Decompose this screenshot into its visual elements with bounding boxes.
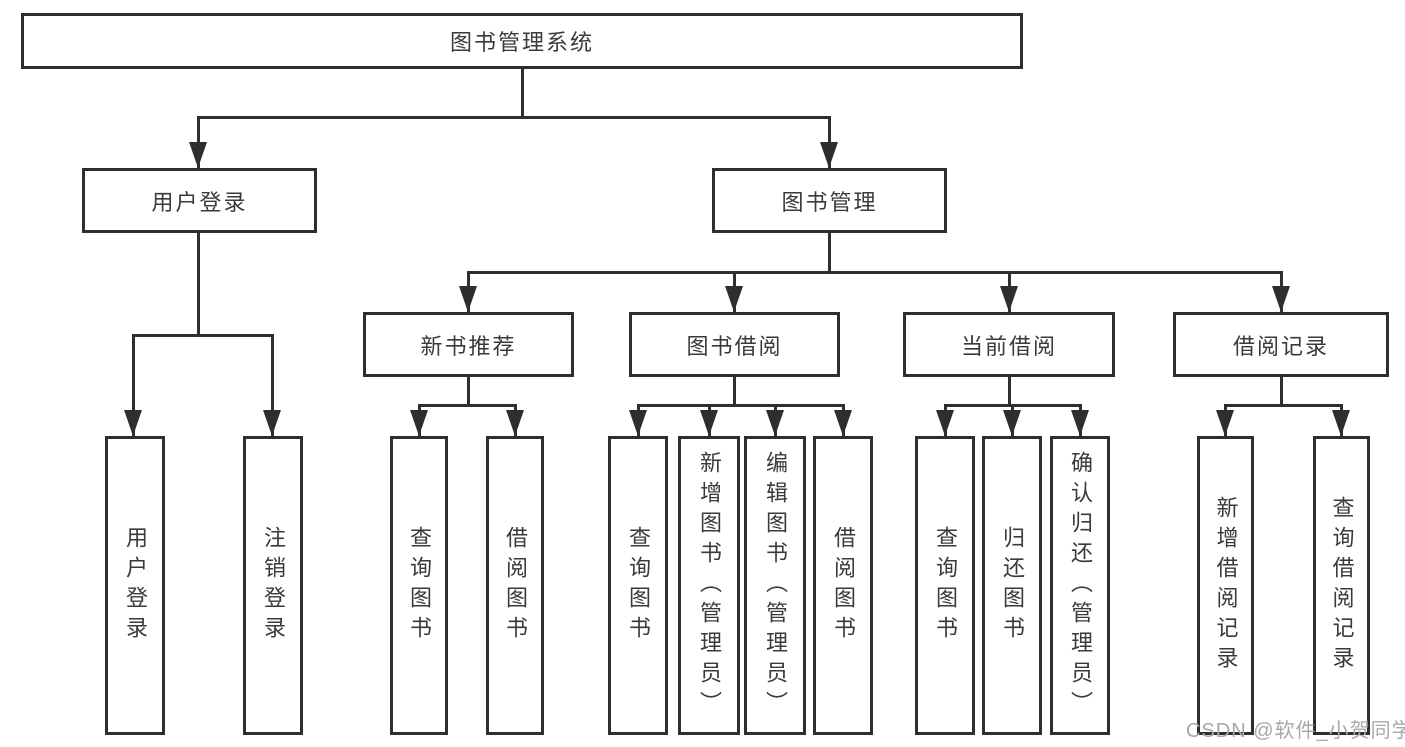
arrow-down-icon: [1071, 410, 1089, 436]
node-add-borrow-record: 新增借阅记录: [1197, 436, 1254, 735]
arrow-down-icon: [189, 142, 207, 168]
node-user-login: 用户登录: [82, 168, 317, 233]
connector-line: [828, 233, 831, 274]
node-label: 借阅图书: [503, 525, 528, 646]
arrow-down-icon: [629, 410, 647, 436]
node-label: 编辑图书（管理员）: [763, 450, 788, 721]
arrow-down-icon: [1272, 286, 1290, 312]
connector-line: [1280, 377, 1283, 407]
arrow-down-icon: [700, 410, 718, 436]
node-borrow-books: 借阅图书: [813, 436, 873, 735]
connector-line: [733, 377, 736, 407]
node-query-books-borrowing: 查询图书: [608, 436, 668, 735]
node-label: 用户登录: [151, 189, 248, 215]
node-label: 图书借阅: [686, 333, 783, 359]
node-borrowing-records: 借阅记录: [1173, 312, 1389, 377]
connector-line: [1224, 404, 1343, 407]
connector-line: [132, 334, 274, 337]
node-label: 借阅图书: [831, 525, 856, 646]
node-query-books-current: 查询图书: [915, 436, 975, 735]
node-library-system: 图书管理系统: [21, 13, 1023, 69]
node-add-book-admin: 新增图书（管理员）: [678, 436, 740, 735]
connector-line: [467, 271, 1283, 274]
watermark: CSDN @软件_小贺同学: [1186, 720, 1405, 742]
node-logout: 注销登录: [243, 436, 303, 735]
node-label: 查询借阅记录: [1329, 495, 1355, 676]
arrow-down-icon: [834, 410, 852, 436]
connector-line: [271, 334, 274, 436]
connector-line: [197, 116, 831, 119]
arrow-down-icon: [1000, 286, 1018, 312]
node-label: 用户登录: [123, 525, 148, 646]
node-label: 归还图书: [1000, 525, 1025, 646]
node-current-borrowing: 当前借阅: [903, 312, 1115, 377]
node-label: 确认归还（管理员）: [1068, 450, 1093, 721]
node-edit-book-admin: 编辑图书（管理员）: [744, 436, 806, 735]
arrow-down-icon: [820, 142, 838, 168]
node-label: 新增图书（管理员）: [697, 450, 722, 721]
connector-line: [521, 68, 524, 119]
arrow-down-icon: [1332, 410, 1350, 436]
arrow-down-icon: [506, 410, 524, 436]
connector-line: [467, 377, 470, 407]
arrow-down-icon: [459, 286, 477, 312]
node-label: 图书管理系统: [449, 30, 594, 55]
node-confirm-return-admin: 确认归还（管理员）: [1050, 436, 1110, 735]
node-label: 图书管理: [781, 189, 878, 215]
node-book-borrowing: 图书借阅: [629, 312, 840, 377]
node-return-books: 归还图书: [982, 436, 1042, 735]
node-label: 新增借阅记录: [1213, 495, 1239, 676]
connector-line: [418, 404, 517, 407]
arrow-down-icon: [124, 410, 142, 436]
arrow-down-icon: [766, 410, 784, 436]
connector-line: [132, 334, 135, 436]
arrow-down-icon: [263, 410, 281, 436]
node-label: 借阅记录: [1232, 333, 1329, 359]
connector-line: [1008, 377, 1011, 407]
node-user-login-leaf: 用户登录: [105, 436, 165, 735]
node-label: 查询图书: [933, 525, 958, 646]
node-book-management: 图书管理: [712, 168, 947, 233]
node-label: 查询图书: [626, 525, 651, 646]
node-label: 查询图书: [407, 525, 432, 646]
arrow-down-icon: [936, 410, 954, 436]
node-new-book-recommendation: 新书推荐: [363, 312, 574, 377]
node-query-borrow-record: 查询借阅记录: [1313, 436, 1370, 735]
node-label: 新书推荐: [420, 333, 517, 359]
connector-line: [637, 404, 845, 407]
connector-line: [197, 233, 200, 337]
node-query-books-recommend: 查询图书: [390, 436, 448, 735]
arrow-down-icon: [1216, 410, 1234, 436]
node-borrow-books-recommend: 借阅图书: [486, 436, 544, 735]
arrow-down-icon: [410, 410, 428, 436]
node-label: 当前借阅: [960, 333, 1057, 359]
arrow-down-icon: [725, 286, 743, 312]
arrow-down-icon: [1003, 410, 1021, 436]
node-label: 注销登录: [261, 525, 286, 646]
